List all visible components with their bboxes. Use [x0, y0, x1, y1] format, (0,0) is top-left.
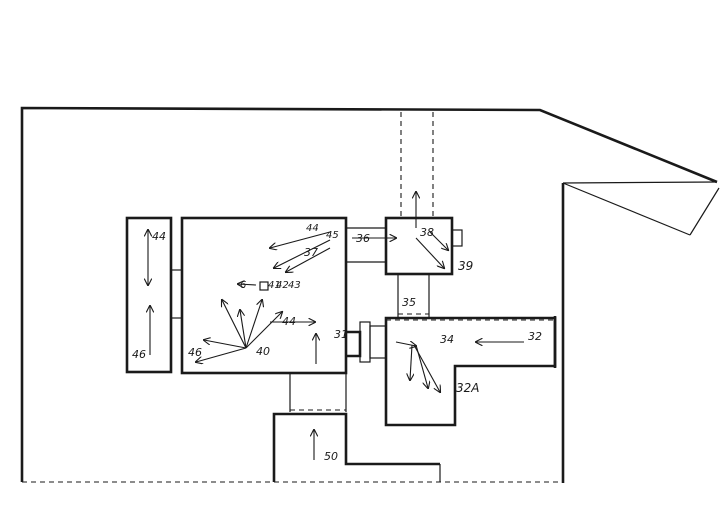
room-main — [180, 216, 348, 375]
label-41: 41 — [268, 280, 281, 291]
label-46: 46 — [188, 346, 202, 359]
label-34: 34 — [440, 333, 454, 346]
connector-35 — [397, 274, 430, 318]
room-34 — [384, 316, 557, 427]
label-42: 42 — [276, 280, 289, 291]
arrows-room-39 — [352, 192, 448, 268]
label-37: 37 — [304, 246, 318, 259]
label-43: 43 — [288, 280, 301, 291]
room-50 — [272, 373, 441, 482]
connector-top — [346, 216, 463, 276]
label-39: 39 — [458, 259, 473, 273]
arrows-room-34 — [395, 342, 524, 392]
duct-31 — [346, 321, 387, 363]
arrows-main-room — [196, 231, 331, 364]
label-38: 38 — [420, 226, 434, 239]
label-44-mid: 44 — [282, 315, 296, 328]
label-31: 31 — [334, 328, 348, 341]
label-40: 40 — [256, 345, 270, 358]
room-left — [125, 216, 182, 374]
label-32: 32 — [528, 330, 542, 343]
label-32a: 32A — [456, 381, 479, 395]
marker-square — [259, 281, 269, 291]
corridor-top — [400, 112, 434, 218]
label-44: 44 — [152, 230, 166, 243]
label-45: 45 — [326, 230, 339, 241]
label-50: 50 — [324, 450, 338, 463]
label-6: 6 — [240, 280, 246, 291]
arrows-left-room — [148, 230, 150, 355]
label-44-top-right: 44 — [306, 223, 319, 234]
site-boundary — [20, 106, 720, 483]
label-35: 35 — [402, 296, 416, 309]
label-46-left: 46 — [132, 348, 146, 361]
label-36: 36 — [356, 232, 370, 245]
